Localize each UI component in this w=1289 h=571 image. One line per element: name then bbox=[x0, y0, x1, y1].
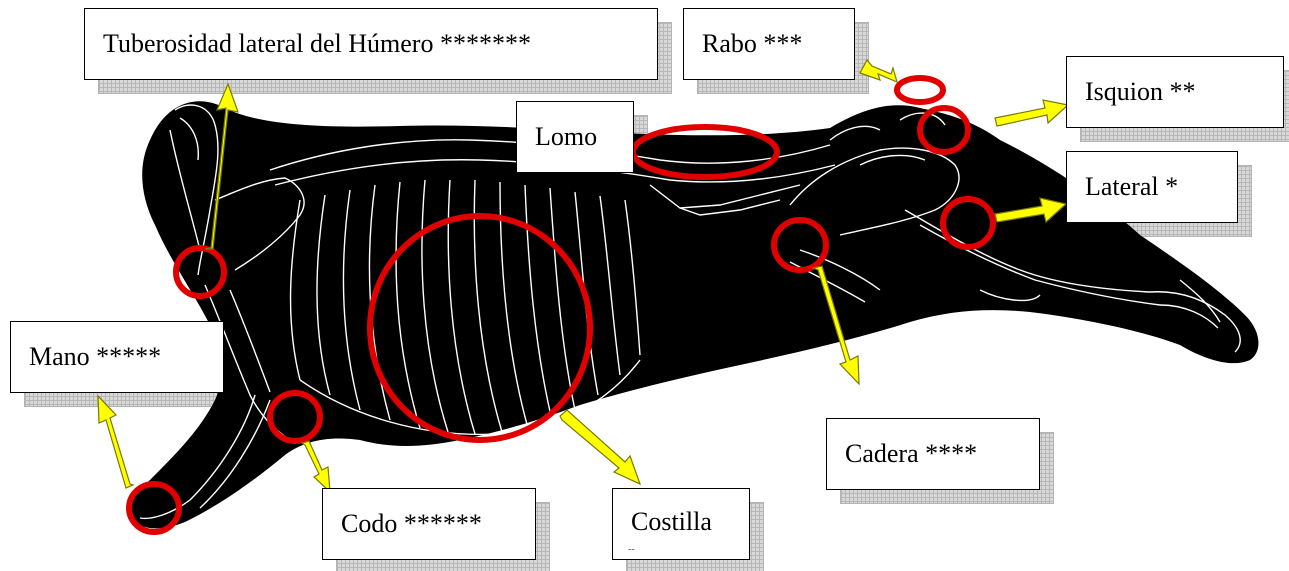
label-tuberosidad-humero: Tuberosidad lateral del Húmero ******* bbox=[84, 8, 658, 80]
yellow-arrow-icon bbox=[860, 60, 897, 82]
label-text: Costilla bbox=[631, 507, 712, 537]
label-text: Rabo *** bbox=[702, 29, 802, 59]
label-lomo: Lomo bbox=[516, 101, 634, 173]
label-text: Tuberosidad lateral del Húmero ******* bbox=[103, 29, 531, 59]
label-text: Codo ****** bbox=[341, 509, 482, 539]
label-cadera: Cadera **** bbox=[826, 418, 1040, 490]
label-isquion: Isquion ** bbox=[1066, 56, 1284, 128]
yellow-arrow-icon bbox=[560, 410, 640, 484]
label-codo: Codo ****** bbox=[322, 488, 536, 560]
yellow-arrow-icon bbox=[98, 396, 133, 488]
yellow-arrow-icon bbox=[995, 100, 1068, 126]
costilla-mark: -- bbox=[628, 544, 635, 555]
label-lateral: Lateral * bbox=[1066, 151, 1238, 223]
label-text: Mano ***** bbox=[29, 342, 161, 372]
marker-circle-rabo bbox=[897, 78, 943, 102]
yellow-arrow-icon bbox=[302, 441, 330, 492]
label-text: Lateral * bbox=[1085, 172, 1178, 202]
label-text: Cadera **** bbox=[845, 439, 977, 469]
label-rabo: Rabo *** bbox=[683, 8, 855, 80]
label-mano: Mano ***** bbox=[10, 321, 224, 393]
label-text: Isquion ** bbox=[1085, 77, 1196, 107]
label-text: Lomo bbox=[535, 122, 597, 152]
